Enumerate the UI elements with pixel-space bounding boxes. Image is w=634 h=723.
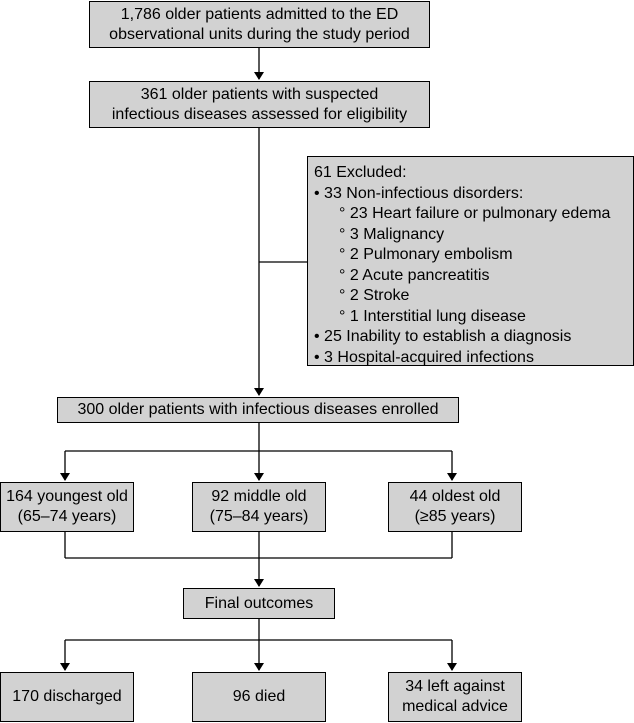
youngest-old-box: 164 youngest old (65–74 years) bbox=[0, 482, 134, 532]
admitted-line-2: observational units during the study per… bbox=[109, 25, 410, 43]
excluded-subitem: ° 23 Heart failure or pulmonary edema bbox=[339, 205, 611, 222]
excluded-item: • 25 Inability to establish a diagnosis bbox=[314, 328, 572, 345]
admitted-box: 1,786 older patients admitted to the ED … bbox=[89, 1, 430, 48]
enrolled-box: 300 older patients with infectious disea… bbox=[57, 397, 459, 423]
left-against-advice-box: 34 left against medical advice bbox=[388, 672, 522, 722]
excluded-box: 61 Excluded: • 33 Non-infectious disorde… bbox=[307, 156, 634, 366]
excluded-title: 61 Excluded: bbox=[314, 164, 407, 181]
middle-old-range: (75–84 years) bbox=[209, 508, 309, 525]
died-label: 96 died bbox=[232, 688, 286, 705]
excluded-item: • 33 Non-infectious disorders: bbox=[314, 184, 524, 202]
discharged-label: 170 discharged bbox=[12, 688, 122, 705]
excluded-item: • 3 Hospital-acquired infections bbox=[314, 348, 534, 366]
oldest-old-box: 44 oldest old (≥85 years) bbox=[388, 482, 522, 532]
oldest-old-count: 44 oldest old bbox=[409, 488, 501, 505]
excluded-subitem: ° 3 Malignancy bbox=[339, 225, 445, 243]
excluded-subitem: ° 1 Interstitial lung disease bbox=[339, 307, 526, 325]
discharged-box: 170 discharged bbox=[0, 672, 134, 722]
assessed-line-2: infectious diseases assessed for eligibi… bbox=[111, 105, 408, 123]
excluded-subitem: ° 2 Stroke bbox=[339, 287, 410, 304]
middle-old-box: 92 middle old (75–84 years) bbox=[192, 482, 326, 532]
youngest-old-range: (65–74 years) bbox=[17, 508, 117, 525]
excluded-subitem: ° 2 Pulmonary embolism bbox=[339, 246, 513, 263]
assessed-box: 361 older patients with suspected infect… bbox=[89, 81, 430, 128]
oldest-old-range: (≥85 years) bbox=[414, 508, 496, 525]
enrolled-label: 300 older patients with infectious disea… bbox=[77, 401, 439, 418]
left-against-advice-line-2: medical advice bbox=[402, 698, 508, 715]
left-against-advice-line-1: 34 left against bbox=[405, 678, 505, 695]
youngest-old-count: 164 youngest old bbox=[6, 488, 128, 505]
middle-old-count: 92 middle old bbox=[211, 488, 307, 505]
final-outcomes-label: Final outcomes bbox=[204, 594, 314, 612]
final-outcomes-box: Final outcomes bbox=[183, 588, 335, 619]
assessed-line-1: 361 older patients with suspected bbox=[140, 85, 379, 103]
died-box: 96 died bbox=[192, 672, 326, 722]
excluded-subitem: ° 2 Acute pancreatitis bbox=[339, 266, 490, 284]
admitted-line-1: 1,786 older patients admitted to the ED bbox=[120, 5, 399, 23]
